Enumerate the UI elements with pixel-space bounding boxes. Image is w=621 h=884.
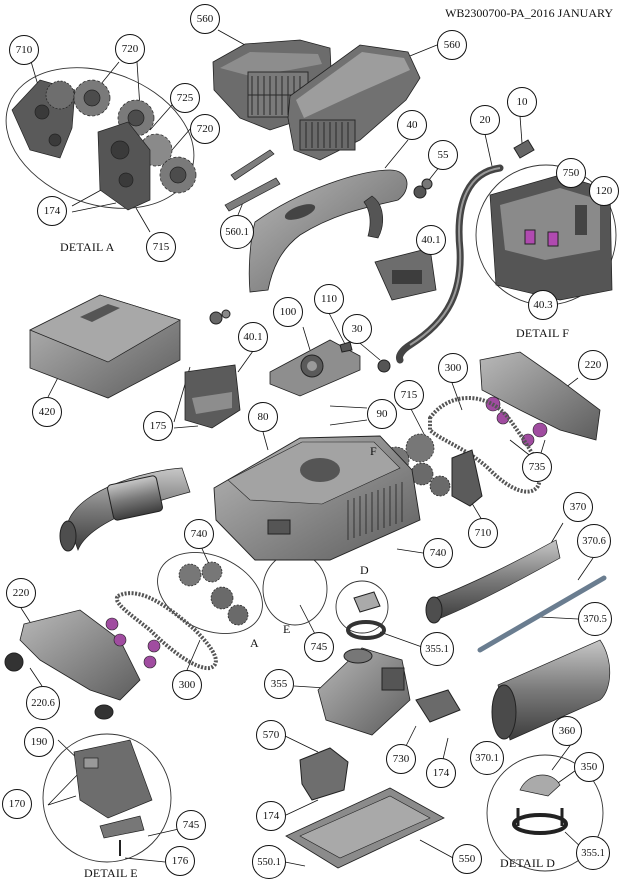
callout-174: 174	[37, 196, 67, 226]
bracket-570	[299, 747, 349, 801]
callout-550-1: 550.1	[252, 845, 286, 879]
callout-735: 735	[522, 452, 552, 482]
callout-715: 715	[394, 380, 424, 410]
callout-20: 20	[470, 105, 500, 135]
callout-560-1: 560.1	[220, 215, 254, 249]
callout-730: 730	[386, 744, 416, 774]
callout-745: 745	[304, 632, 334, 662]
detail-letter-a: A	[250, 636, 259, 650]
pin-110	[339, 341, 353, 353]
callout-570: 570	[256, 720, 286, 750]
brush-roller-left	[59, 467, 191, 552]
callout-300: 300	[438, 353, 468, 383]
box-420	[29, 294, 181, 399]
knob-55	[413, 178, 433, 199]
callout-30: 30	[342, 314, 372, 344]
callout-300: 300	[172, 670, 202, 700]
plate-100	[269, 339, 361, 397]
callout-710: 710	[9, 35, 39, 65]
callout-80: 80	[248, 402, 278, 432]
latch-40-1	[374, 247, 437, 301]
callout-745: 745	[176, 810, 206, 840]
handle-40	[248, 169, 408, 293]
detail-letter-f: F	[370, 444, 377, 458]
detail-letter-d: D	[360, 563, 369, 577]
callout-100: 100	[273, 297, 303, 327]
callout-560: 560	[190, 4, 220, 34]
document-code: WB2300700-PA_2016 JANUARY	[445, 6, 613, 20]
callout-370-5: 370.5	[578, 602, 612, 636]
main-chassis-80	[213, 435, 421, 561]
detail-a-label: DETAIL A	[60, 240, 115, 254]
chain-300-left	[114, 591, 218, 671]
panel-175	[184, 364, 241, 429]
detail-a-gear-set	[178, 561, 249, 626]
callout-370-6: 370.6	[577, 524, 611, 558]
callout-740: 740	[184, 519, 214, 549]
callout-175: 175	[143, 411, 173, 441]
fitting-10	[513, 139, 535, 159]
callout-40-3: 40.3	[528, 290, 558, 320]
bracket-730	[415, 689, 461, 723]
callout-174: 174	[426, 758, 456, 788]
callout-355-1: 355.1	[576, 836, 610, 870]
callout-560: 560	[437, 30, 467, 60]
callout-40: 40	[397, 110, 427, 140]
bushing-30	[377, 359, 391, 373]
callout-355-1: 355.1	[420, 632, 454, 666]
track-assembly-left-220	[4, 609, 161, 720]
callout-420: 420	[32, 397, 62, 427]
top-cover-right-560	[287, 44, 421, 161]
motor-355	[317, 647, 411, 736]
callout-360: 360	[552, 716, 582, 746]
callout-350: 350	[574, 752, 604, 782]
side-plate-710	[451, 449, 483, 507]
callout-10: 10	[507, 87, 537, 117]
detail-letter-e: E	[283, 622, 291, 636]
detail-d-label: DETAIL D	[500, 856, 556, 870]
detail-e-content	[73, 739, 153, 856]
callout-120: 120	[589, 176, 619, 206]
callout-174: 174	[256, 801, 286, 831]
track-assembly-right-220	[479, 351, 601, 447]
callout-40-1: 40.1	[416, 225, 446, 255]
callout-220: 220	[6, 578, 36, 608]
callout-220-6: 220.6	[26, 686, 60, 720]
detail-f-content	[489, 174, 613, 301]
ring-355-1	[346, 591, 386, 640]
callout-725: 725	[170, 83, 200, 113]
detail-f-label: DETAIL F	[516, 326, 570, 340]
callout-715: 715	[146, 232, 176, 262]
callout-370: 370	[563, 492, 593, 522]
brush-roller-370	[425, 539, 561, 624]
callout-220: 220	[578, 350, 608, 380]
detail-a-gears	[11, 79, 197, 211]
callout-190: 190	[24, 727, 54, 757]
callout-720: 720	[190, 114, 220, 144]
callout-720: 720	[115, 34, 145, 64]
detail-e-label: DETAIL E	[84, 866, 138, 880]
clip-strips-560-1	[224, 149, 281, 212]
callout-740: 740	[423, 538, 453, 568]
brush-roller-370-1	[491, 639, 611, 741]
callout-90: 90	[367, 399, 397, 429]
callout-110: 110	[314, 284, 344, 314]
callout-710: 710	[468, 518, 498, 548]
callout-170: 170	[2, 789, 32, 819]
base-plate-550	[285, 787, 445, 869]
callout-176: 176	[165, 846, 195, 876]
callout-55: 55	[428, 140, 458, 170]
callout-370-1: 370.1	[470, 741, 504, 775]
callout-750: 750	[556, 158, 586, 188]
rod-370-6	[477, 575, 607, 653]
nut-near-420	[209, 309, 231, 325]
callout-355: 355	[264, 669, 294, 699]
callout-550: 550	[452, 844, 482, 874]
callout-40-1: 40.1	[238, 322, 268, 352]
detail-d-impeller	[512, 774, 568, 835]
